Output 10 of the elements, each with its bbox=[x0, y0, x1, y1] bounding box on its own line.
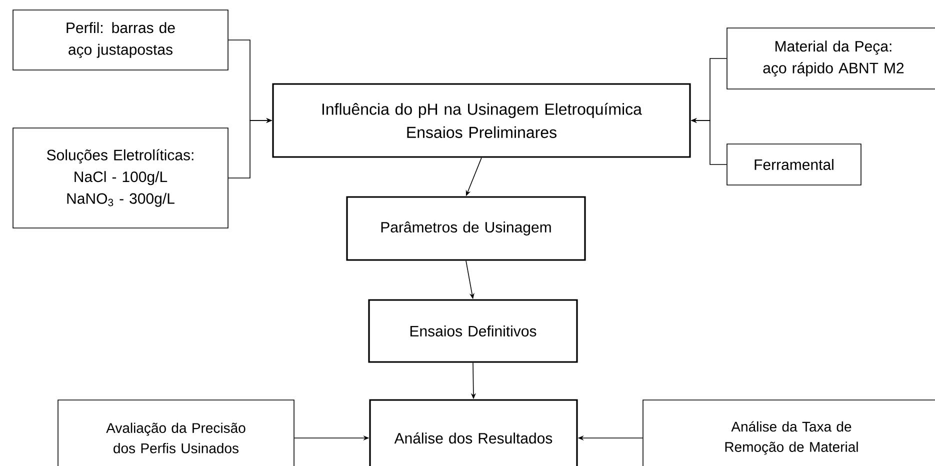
process-box: Parâmetros de Usinagem bbox=[346, 196, 586, 261]
process-box: Análise dos Resultados bbox=[369, 399, 578, 466]
input-box: Soluções Eletrolíticas: NaCl - 100g/L NaNO$_{3}$ - 300g/L bbox=[12, 128, 228, 228]
input-box: Material da Peça: aço rápido ABNT M2 bbox=[726, 28, 935, 90]
process-box: Influência do pH na Usinagem Eletroquímica Ensaios Preliminares bbox=[272, 83, 691, 158]
input-box: Avaliação da Precisão dos Perfis Usinados bbox=[58, 400, 294, 466]
input-box: Perfil: barras de aço justapostas bbox=[12, 10, 228, 70]
input-box: Análise da Taxa de Remoção de Material bbox=[642, 400, 935, 466]
input-box: Ferramental bbox=[726, 144, 862, 186]
process-box: Ensaios Definitivos bbox=[368, 299, 578, 363]
